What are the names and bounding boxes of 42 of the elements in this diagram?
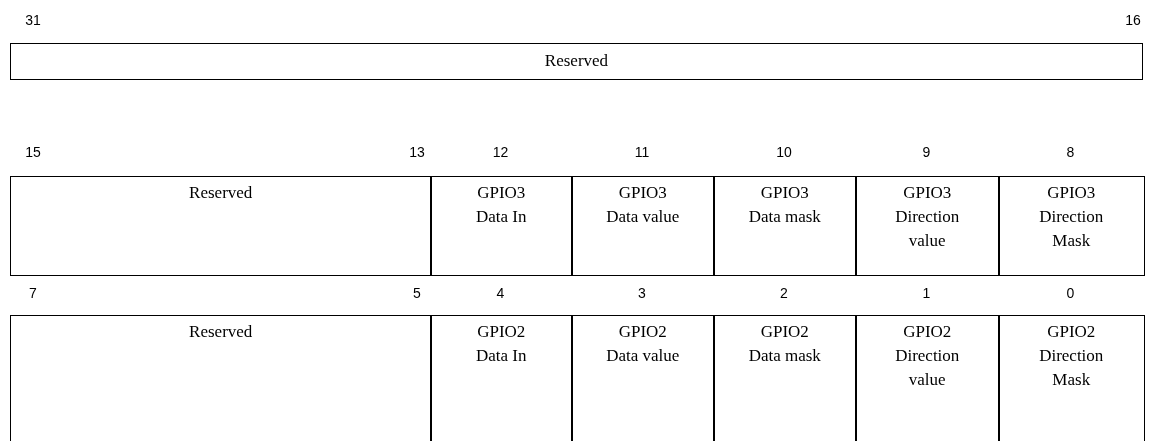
field-name: Reserved (189, 321, 253, 343)
bit-number: 11 (634, 144, 650, 160)
register-field (571, 176, 715, 276)
field-name: GPIO2 Data mask (747, 321, 822, 367)
bit-number: 13 (409, 144, 425, 160)
bit-number: 3 (638, 285, 646, 301)
bit-number: 5 (413, 285, 421, 301)
bit-number: 12 (492, 144, 509, 160)
register-field (998, 315, 1145, 441)
field-name: GPIO2 Data In (475, 321, 528, 367)
field-name: GPIO3 Direction value (894, 182, 961, 252)
field-name: GPIO3 Data mask (747, 182, 822, 228)
bit-number: 0 (1066, 285, 1075, 301)
bit-number: 10 (776, 144, 792, 160)
bit-number: 16 (1125, 12, 1141, 28)
register-field (855, 176, 1000, 276)
field-name: GPIO2 Direction Mask (1038, 321, 1105, 391)
register-field (713, 176, 857, 276)
register-field (998, 176, 1145, 276)
register-field (713, 315, 857, 441)
register-field (571, 315, 715, 441)
register-field (10, 176, 432, 276)
bit-number: 1 (922, 285, 931, 301)
register-field (10, 315, 432, 441)
register-field (10, 43, 1143, 80)
register-field (430, 315, 573, 441)
field-name: Reserved (189, 182, 253, 204)
bit-number: 31 (25, 12, 41, 28)
field-name: GPIO2 Direction value (894, 321, 961, 391)
bit-number: 8 (1066, 144, 1075, 160)
field-name: GPIO2 Data value (605, 321, 681, 367)
bit-number: 9 (922, 144, 931, 160)
bit-number: 7 (29, 285, 37, 301)
register-field (430, 176, 573, 276)
field-name: GPIO3 Data value (605, 182, 681, 228)
bit-number: 15 (25, 144, 41, 160)
field-name: GPIO3 Direction Mask (1038, 182, 1105, 252)
field-name: GPIO3 Data In (475, 182, 528, 228)
field-name: Reserved (544, 50, 609, 72)
bit-number: 4 (496, 285, 505, 301)
register-field (855, 315, 1000, 441)
bit-number: 2 (780, 285, 788, 301)
